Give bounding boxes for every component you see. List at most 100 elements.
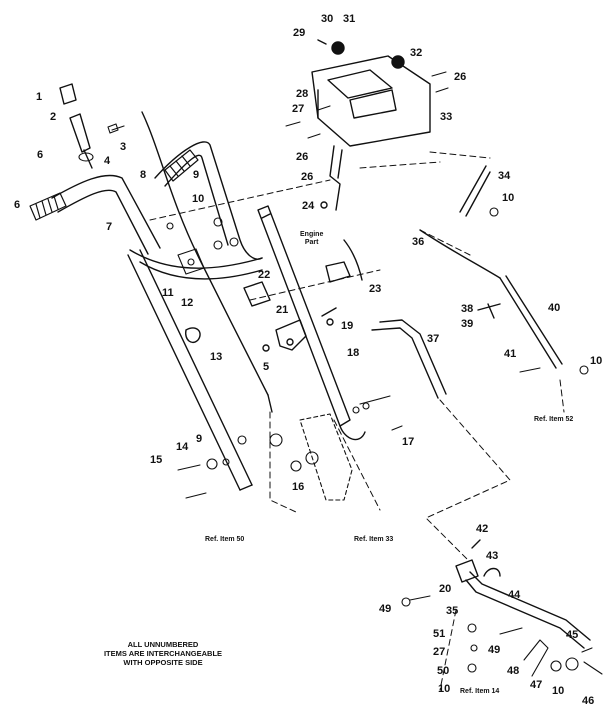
callout-6a: 6	[37, 149, 44, 161]
engine-part-label: Engine Part	[300, 231, 323, 247]
left-grip	[29, 192, 67, 221]
callout-4: 4	[104, 155, 111, 167]
ref-item-50: Ref. Item 50	[205, 536, 245, 543]
pivot-19	[321, 307, 337, 326]
callout-49b: 49	[488, 644, 501, 656]
callout-14: 14	[176, 441, 189, 453]
shift-rod-37	[371, 319, 447, 399]
callout-22: 22	[258, 269, 271, 281]
lower-left-hardware	[177, 435, 247, 499]
note-line-2: ITEMS ARE INTERCHANGEABLE	[103, 649, 223, 658]
callout-16: 16	[292, 481, 305, 493]
right-handle-tube	[257, 205, 366, 441]
callout-29: 29	[293, 27, 306, 39]
shift-bracket-21-22	[243, 281, 307, 352]
callout-27a: 27	[292, 103, 305, 115]
callout-35: 35	[446, 605, 459, 617]
callout-9a: 9	[193, 169, 200, 181]
callout-12: 12	[181, 297, 194, 309]
callout-11: 11	[162, 287, 174, 299]
hardware-41	[489, 207, 589, 375]
callout-44: 44	[508, 589, 521, 601]
lower-shaft-44	[465, 571, 591, 649]
callout-41: 41	[504, 348, 517, 360]
callout-37: 37	[427, 333, 440, 345]
clip-13	[184, 327, 201, 344]
hardware-9-10	[166, 217, 239, 250]
callout-13: 13	[210, 351, 223, 363]
callout-15: 15	[150, 454, 163, 466]
handle-bracket-11	[177, 248, 205, 275]
callout-10b: 10	[502, 192, 515, 204]
callout-18: 18	[347, 347, 360, 359]
callout-3: 3	[120, 141, 127, 153]
left-handle-tube	[51, 174, 253, 491]
callout-7: 7	[106, 221, 113, 233]
right-grip	[164, 149, 199, 182]
callout-38: 38	[461, 303, 474, 315]
callout-47: 47	[530, 679, 543, 691]
callout-49a: 49	[379, 603, 392, 615]
shift-rod-34	[459, 165, 491, 217]
callout-8: 8	[140, 169, 147, 181]
callout-45: 45	[566, 629, 579, 641]
callout-10a: 10	[192, 193, 205, 205]
callout-10d: 10	[438, 683, 451, 695]
callout-31: 31	[343, 13, 356, 25]
callout-10c: 10	[590, 355, 603, 367]
callout-5: 5	[263, 361, 270, 373]
ref-item-14: Ref. Item 14	[460, 688, 500, 695]
small-parts-left	[78, 123, 125, 162]
shift-linkage-26	[329, 145, 343, 211]
ref-item-33: Ref. Item 33	[354, 536, 394, 543]
callout-51: 51	[433, 628, 446, 640]
dashed-leaders	[149, 151, 565, 691]
callout-33: 33	[440, 111, 453, 123]
engine-part-label-line1: Engine	[300, 231, 324, 238]
control-console-33	[311, 55, 431, 147]
note-line-1: ALL UNNUMBERED	[127, 640, 199, 649]
callout-26c: 26	[301, 171, 314, 183]
callout-34: 34	[498, 170, 511, 182]
callout-30: 30	[321, 13, 334, 25]
callout-21: 21	[276, 304, 289, 316]
callout-50: 50	[437, 665, 450, 677]
callout-6b: 6	[14, 199, 21, 211]
callout-2: 2	[50, 111, 57, 123]
interchangeable-parts-note: ALL UNNUMBERED ITEMS ARE INTERCHANGEABLE…	[88, 640, 238, 667]
callout-24: 24	[302, 200, 315, 212]
linkage-36-40	[419, 229, 563, 369]
callout-26a: 26	[454, 71, 467, 83]
ref-item-52: Ref. Item 52	[534, 416, 574, 423]
cable-upper	[141, 111, 273, 413]
lower-bracket-20-43	[455, 539, 501, 583]
callout-1: 1	[36, 91, 43, 103]
callout-19: 19	[341, 320, 354, 332]
callout-46: 46	[582, 695, 595, 707]
callout-36: 36	[412, 236, 425, 248]
console-hardware	[285, 71, 449, 139]
callout-42: 42	[476, 523, 489, 535]
callout-10e: 10	[552, 685, 565, 697]
control-lever-1	[59, 83, 93, 169]
note-line-3: WITH OPPOSITE SIDE	[123, 658, 203, 667]
callout-48: 48	[507, 665, 520, 677]
callout-43: 43	[486, 550, 499, 562]
bolt-24	[320, 201, 328, 209]
callout-27b: 27	[433, 646, 446, 658]
callout-23: 23	[369, 283, 382, 295]
callout-40: 40	[548, 302, 561, 314]
callout-39: 39	[461, 318, 474, 330]
callout-20: 20	[439, 583, 452, 595]
callout-32: 32	[410, 47, 423, 59]
engine-part-label-line2: Part	[304, 239, 319, 246]
engine-part-23	[325, 239, 363, 283]
lower-hardware	[401, 595, 603, 677]
lower-center-parts	[269, 395, 403, 501]
callout-9b: 9	[196, 433, 203, 445]
callout-26b: 26	[296, 151, 309, 163]
callout-28: 28	[296, 88, 309, 100]
callout-17: 17	[402, 436, 415, 448]
